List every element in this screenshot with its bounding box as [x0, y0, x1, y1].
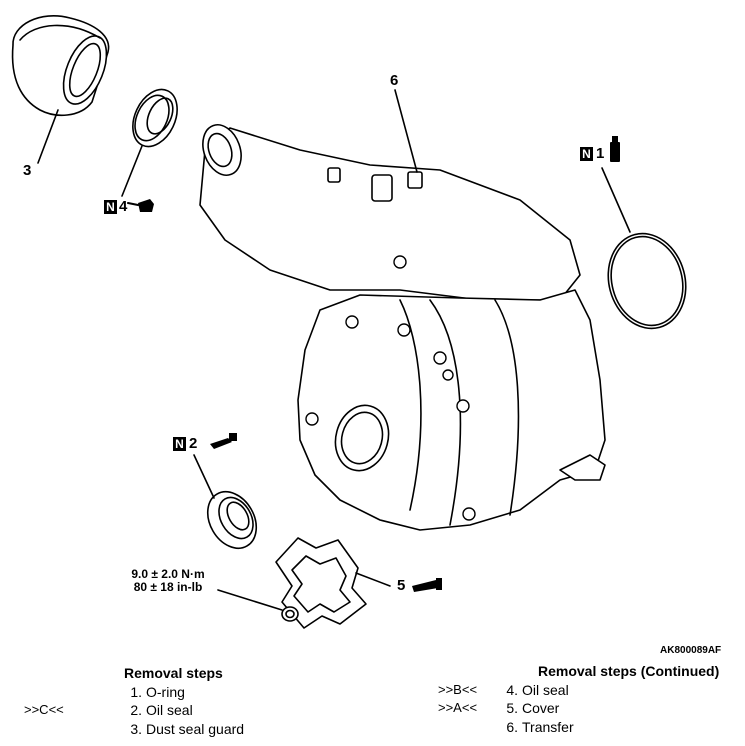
leader-6: [394, 89, 418, 173]
step-row: >>A<< 5. Cover: [438, 699, 719, 718]
cover-bolt: [281, 606, 299, 622]
step-row: >>B<< 4. Oil seal: [438, 681, 719, 700]
step-text: Oil seal: [146, 702, 193, 718]
new-part-mark-2: N: [173, 437, 186, 451]
step-row: 1. O-ring: [62, 683, 244, 702]
exploded-view-diagram: [11, 15, 687, 629]
step-num: 1.: [130, 683, 142, 700]
step-ref: [62, 720, 124, 739]
oil-seal-4: [132, 88, 178, 148]
step-ref: >>B<<: [438, 681, 478, 697]
step-text: Dust seal guard: [146, 720, 245, 737]
step-num: 2.: [130, 702, 142, 718]
step-ref: >>C<<: [24, 702, 64, 717]
leader-4: [121, 145, 143, 197]
step-ref: [438, 718, 500, 737]
o-ring: [607, 232, 687, 330]
leader-3: [37, 109, 59, 164]
callout-2: 2: [189, 435, 198, 452]
removal-steps-continued-heading: Removal steps (Continued): [538, 663, 720, 679]
callout-6: 6: [390, 72, 399, 89]
leader-5: [355, 572, 391, 587]
removal-steps: Removal steps 1. O-ring >>C<< 2. Oil sea…: [24, 664, 244, 739]
bolt-heads: [305, 255, 476, 521]
step-num: 6.: [506, 718, 518, 735]
step-ref: >>A<<: [438, 700, 478, 715]
leader-1: [601, 167, 631, 233]
step-text: Oil seal: [522, 681, 569, 698]
leader-torque: [217, 589, 283, 611]
step-ref: [62, 683, 124, 702]
cover-plate: [275, 537, 367, 629]
figure-id: AK800089AF: [660, 645, 722, 656]
callout-5: 5: [397, 577, 406, 594]
torque-spec: 9.0 ± 2.0 N·m 80 ± 18 in-lb: [118, 568, 218, 594]
oil-seal-2: [206, 490, 258, 550]
torque-imperial: 80 ± 18 in-lb: [133, 580, 203, 594]
leader-2: [193, 454, 215, 499]
step-text: Transfer: [522, 718, 574, 735]
callout-3: 3: [23, 162, 32, 179]
transfer-assembly: [199, 124, 606, 531]
step-num: 3.: [130, 720, 142, 737]
oil-can-icon: [127, 199, 154, 212]
removal-steps-heading: Removal steps: [124, 665, 223, 681]
step-row: 3. Dust seal guard: [62, 720, 244, 739]
step-num: 5.: [506, 700, 518, 716]
step-row: 6. Transfer: [438, 718, 719, 737]
new-part-mark-4: N: [104, 200, 117, 214]
step-text: O-ring: [146, 683, 185, 700]
new-part-mark-1: N: [580, 147, 593, 161]
grease-tube-icon: [610, 136, 620, 162]
dust-seal-guard: [11, 15, 110, 117]
step-text: Cover: [522, 700, 560, 716]
step-row: >>C<< 2. Oil seal: [24, 701, 244, 720]
callout-4: 4: [119, 198, 128, 215]
sealant-tube-icon: [210, 433, 237, 449]
removal-steps-continued: Removal steps (Continued) >>B<< 4. Oil s…: [438, 662, 719, 736]
step-num: 4.: [506, 681, 518, 698]
callout-1: 1: [596, 145, 605, 162]
torque-metric: 9.0 ± 2.0 N·m: [131, 567, 205, 581]
sealant-tube-icon-5: [412, 578, 442, 592]
